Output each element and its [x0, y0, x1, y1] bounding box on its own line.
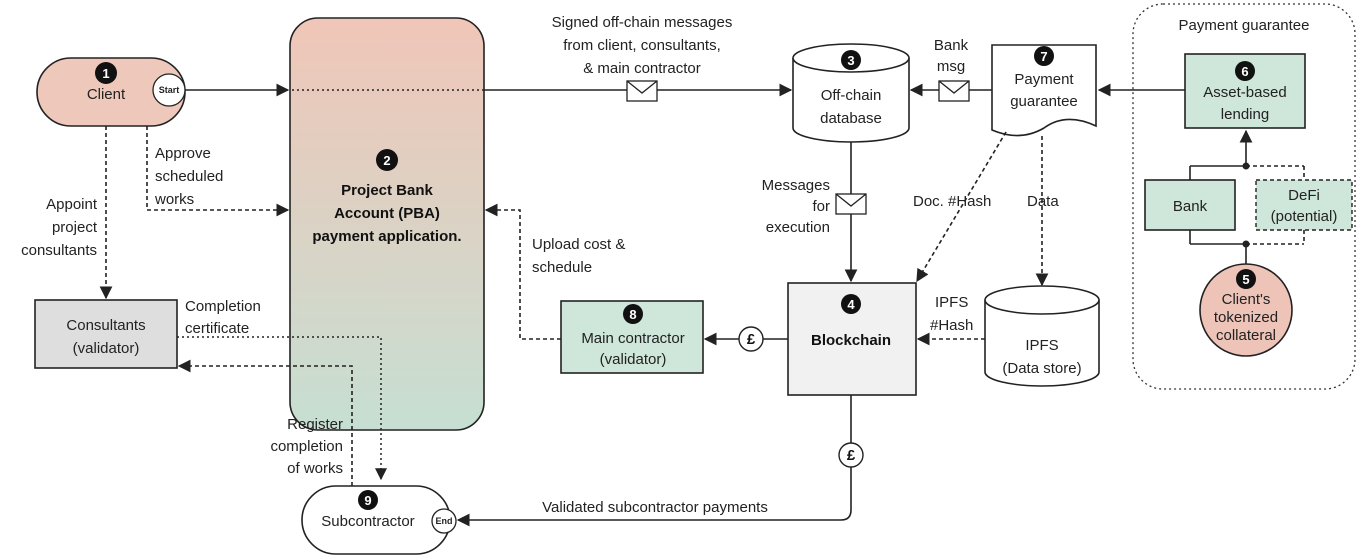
doc-hash-label: Doc. #Hash	[913, 193, 991, 210]
bank-msg-line2: msg	[937, 58, 965, 75]
messages-exec-line1: Messages	[762, 177, 830, 194]
appoint-line2: project	[52, 219, 98, 236]
edge-approve-works	[146, 126, 290, 217]
badge-2-text: 2	[383, 153, 390, 168]
ipfs-label-line1: IPFS	[1025, 337, 1058, 354]
badge-7	[1034, 46, 1054, 66]
badge-3-text: 3	[847, 53, 854, 68]
end-marker	[431, 508, 457, 534]
blockchain-label: Blockchain	[811, 332, 891, 349]
appoint-line1: Appoint	[46, 196, 98, 213]
asset-lending-label-line2: lending	[1221, 106, 1269, 123]
pound-icon	[838, 442, 864, 468]
defi-label-line2: (potential)	[1271, 208, 1338, 225]
register-line1: Register	[287, 416, 343, 433]
badge-8-text: 8	[629, 307, 636, 322]
badge-9	[358, 490, 378, 510]
approve-line3: works	[154, 191, 194, 208]
ipfs-hash-line1: IPFS	[935, 294, 968, 311]
edge-doc-hash	[916, 131, 1007, 283]
payment-guarantee-group	[1132, 3, 1356, 390]
envelope-icon	[938, 80, 970, 102]
badge-5-text: 5	[1242, 272, 1249, 287]
bank-label: Bank	[1173, 198, 1208, 215]
pba-label-line2: Account (PBA)	[334, 205, 440, 222]
envelope-icon	[835, 193, 867, 215]
badge-7-text: 7	[1040, 49, 1047, 64]
collateral-label-line2: tokenized	[1214, 309, 1278, 326]
subcontractor-label: Subcontractor	[321, 513, 414, 530]
approve-line1: Approve	[155, 145, 211, 162]
blockchain-node	[787, 282, 917, 396]
badge-1	[95, 62, 117, 84]
register-line2: completion	[270, 438, 343, 455]
upload-line1: Upload cost &	[532, 236, 625, 253]
badge-6-text: 6	[1241, 64, 1248, 79]
consultants-label-line2: (validator)	[73, 340, 140, 357]
offchain-db-label-line2: database	[820, 110, 882, 127]
signed-msgs-line1: Signed off-chain messages	[552, 14, 733, 31]
client-label: Client	[87, 86, 126, 103]
main-contractor-label-line1: Main contractor	[581, 330, 684, 347]
edge-validated-payments	[456, 395, 852, 527]
payment-guarantee-label-line1: Payment	[1014, 71, 1074, 88]
collateral-label-line3: collateral	[1216, 327, 1276, 344]
defi-node	[1255, 179, 1353, 231]
pba-label-line1: Project Bank	[341, 182, 433, 199]
offchain-db-label-line1: Off-chain	[821, 87, 882, 104]
defi-label-line1: DeFi	[1288, 187, 1320, 204]
badge-5	[1236, 269, 1256, 289]
badge-2	[376, 149, 398, 171]
envelope-icon	[626, 80, 658, 102]
pound-symbol: £	[747, 331, 756, 348]
bank-msg-line1: Bank	[934, 37, 969, 54]
register-line3: of works	[287, 460, 343, 477]
pound-icon	[738, 326, 764, 352]
badge-9-text: 9	[364, 493, 371, 508]
signed-msgs-line2: from client, consultants,	[563, 37, 721, 54]
payment-guarantee-label-line2: guarantee	[1010, 93, 1078, 110]
badge-1-text: 1	[102, 66, 109, 81]
edge-upload-schedule	[484, 203, 561, 340]
consultants-label-line1: Consultants	[66, 317, 145, 334]
signed-msgs-line3: & main contractor	[583, 60, 701, 77]
start-label: Start	[159, 85, 180, 95]
messages-exec-line2: for	[812, 198, 830, 215]
collateral-label-line1: Client's	[1222, 291, 1271, 308]
messages-exec-line3: execution	[766, 219, 830, 236]
pound-symbol: £	[847, 447, 856, 464]
approve-line2: scheduled	[155, 168, 223, 185]
consultants-node	[34, 299, 178, 369]
badge-8	[623, 304, 643, 324]
bank-node	[1144, 179, 1236, 231]
asset-lending-label-line1: Asset-based	[1203, 84, 1286, 101]
pba-label-line3: payment application.	[312, 228, 461, 245]
completion-line2: certificate	[185, 320, 249, 337]
upload-line2: schedule	[532, 259, 592, 276]
ipfs-hash-line2: #Hash	[930, 317, 973, 334]
appoint-line3: consultants	[21, 242, 97, 259]
end-label: End	[436, 516, 453, 526]
ipfs-node	[984, 285, 1100, 387]
main-contractor-label-line2: (validator)	[600, 351, 667, 368]
badge-6	[1235, 61, 1255, 81]
completion-line1: Completion	[185, 298, 261, 315]
badge-4	[841, 294, 861, 314]
data-label: Data	[1027, 193, 1059, 210]
badge-3	[841, 50, 861, 70]
validated-payments-label: Validated subcontractor payments	[542, 499, 768, 516]
edge-register-completion	[177, 359, 353, 486]
ipfs-label-line2: (Data store)	[1002, 360, 1081, 377]
pba-box	[289, 17, 485, 431]
payment-guarantee-group-title: Payment guarantee	[1179, 17, 1310, 34]
badge-4-text: 4	[847, 297, 855, 312]
